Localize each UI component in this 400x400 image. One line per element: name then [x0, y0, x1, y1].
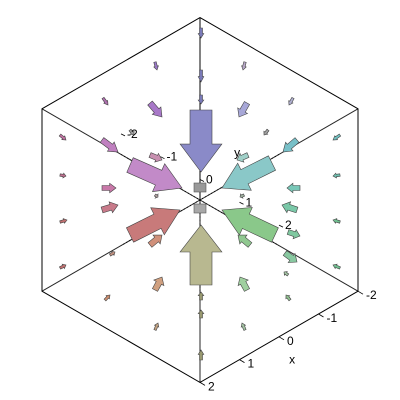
x-tick-1	[239, 359, 245, 363]
y-tick-0	[120, 133, 126, 137]
arrow-mid-lr-4	[282, 250, 298, 263]
origin-marker-upper	[193, 182, 207, 193]
arrow-bottom	[179, 224, 223, 286]
arrow-mid-right	[286, 182, 301, 194]
arrow-small-9	[332, 218, 341, 224]
x-tick-label: 2	[208, 379, 215, 393]
arrow-small-1	[241, 61, 247, 71]
arrow-small-16	[128, 128, 135, 136]
arrow-mid-ur-1	[237, 101, 251, 118]
arrow-vertical-5	[197, 349, 205, 361]
y-tick-label: 2	[285, 218, 292, 232]
y-tick-label: -1	[167, 150, 178, 164]
arrow-small-0	[153, 61, 159, 71]
arrow-upper-left	[126, 157, 183, 192]
tick-labels: 2 1 0 -1 -2 x -2 -1 0 1 2 y	[127, 127, 377, 394]
arrow-mid-lr-1	[281, 201, 299, 214]
x-tick-3	[318, 313, 324, 318]
arrow-mid-right-2	[286, 228, 301, 240]
arrow-small-7	[332, 172, 341, 179]
origin-marker-lower	[193, 203, 207, 214]
arrow-mid-ul-3	[148, 152, 163, 163]
arrow-mid-left	[101, 182, 117, 194]
arrow-small-20	[108, 250, 116, 257]
arrow-mid-ul-1	[147, 100, 163, 118]
arrow-small-2	[101, 96, 109, 106]
y-tick-label: 1	[246, 195, 253, 209]
arrow-small-18	[153, 193, 159, 199]
arrow-small-15	[240, 322, 247, 331]
arrow-vertical-3	[197, 291, 205, 301]
arrow-mid-ll-1	[100, 201, 119, 214]
arrow-small-12	[103, 294, 111, 302]
x-tick-label: -2	[366, 288, 377, 302]
x-tick-4	[357, 290, 364, 295]
arrow-vertical-1	[197, 69, 205, 83]
x-tick-label: 0	[287, 334, 294, 348]
arrow-small-5	[332, 133, 342, 141]
arrow-vertical-2	[197, 94, 205, 105]
y-tick-2	[199, 179, 205, 182]
x-tick-0	[199, 382, 206, 386]
arrow-lower-right	[221, 207, 279, 243]
arrow-upper-right	[221, 155, 277, 191]
x-axis-label: x	[289, 353, 295, 367]
arrow-mid-ur-2	[282, 137, 300, 153]
x-tick-label: -1	[327, 311, 338, 325]
arrow-small-6	[59, 172, 67, 179]
arrow-small-19	[239, 193, 246, 199]
arrow-top	[179, 109, 223, 173]
arrow-small-21	[283, 271, 290, 277]
arrow-mid-ll-3	[151, 276, 165, 292]
arrow-vertical-4	[197, 309, 205, 319]
arrow-small-13	[285, 294, 292, 302]
y-tick-label: -2	[127, 127, 138, 141]
y-tick-3	[239, 201, 244, 205]
arrow-lower-left	[125, 207, 181, 243]
arrow-mid-lr-3	[237, 276, 251, 292]
y-tick-1	[160, 156, 165, 160]
y-tick-4	[278, 224, 284, 228]
arrow-mid-lr-2	[237, 234, 253, 248]
arrow-small-3	[288, 96, 295, 106]
y-tick-label: 0	[206, 172, 213, 186]
arrow-small-4	[58, 133, 67, 141]
arrow-vertical-0	[197, 27, 205, 39]
axes	[120, 108, 364, 386]
arrow-small-8	[59, 218, 68, 224]
y-axis-label: y	[234, 145, 240, 159]
arrow-small-17	[263, 128, 270, 136]
arrow-mid-ur-3	[236, 152, 250, 163]
arrow-small-10	[58, 263, 67, 270]
arrow-mid-ul-2	[99, 137, 119, 153]
arrow-mid-ll-2	[147, 234, 163, 248]
x-tick-2	[278, 336, 285, 341]
arrow-small-14	[153, 322, 160, 331]
arrow-small-11	[332, 263, 341, 270]
x-tick-label: 1	[248, 357, 255, 371]
vector-arrows	[58, 27, 342, 361]
